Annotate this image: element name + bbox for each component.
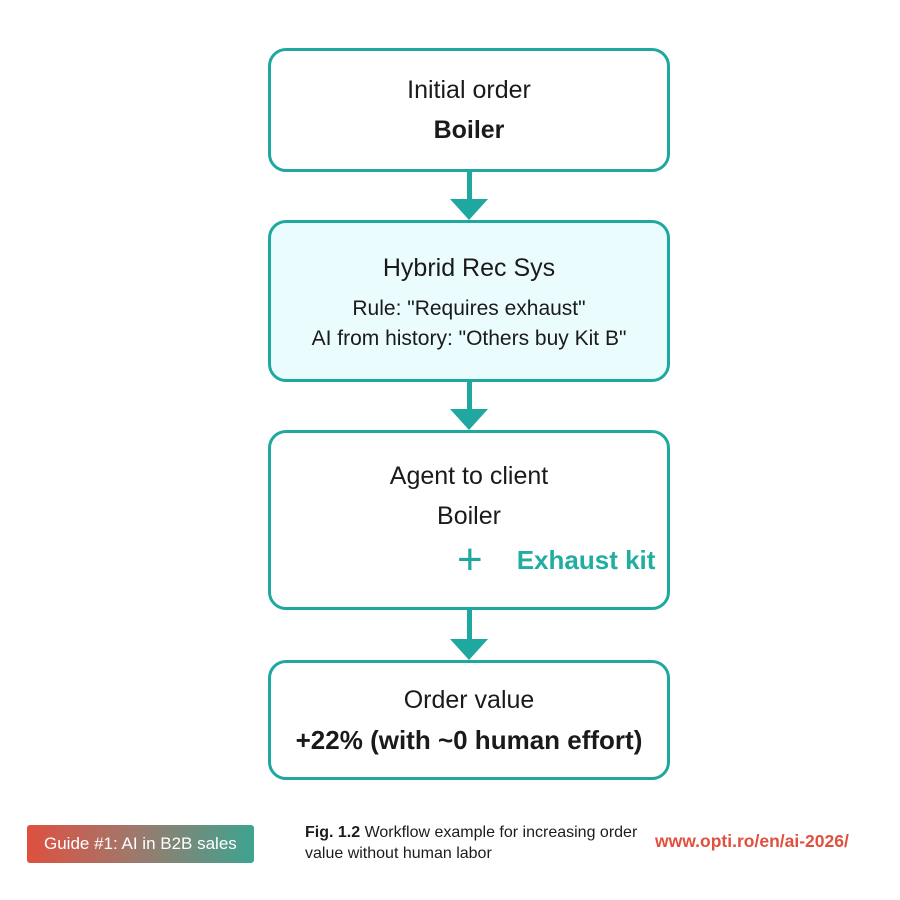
- guide-badge: Guide #1: AI in B2B sales: [27, 825, 254, 863]
- source-url-link[interactable]: www.opti.ro/en/ai-2026/: [655, 831, 849, 851]
- arrow-stem: [466, 172, 472, 201]
- box-title: Hybrid Rec Sys: [382, 254, 556, 282]
- arrow-head: [450, 409, 488, 430]
- figure-caption-text: Workflow example for increasing order va…: [305, 824, 638, 862]
- arrow-stem: [466, 610, 472, 641]
- box-title: Agent to client: [389, 462, 549, 490]
- flow-arrow-down-icon: [450, 610, 488, 660]
- flow-box-hybrid-rec-sys: Hybrid Rec Sys Rule: "Requires exhaust" …: [268, 220, 670, 382]
- flow-box-order-value: Order value +22% (with ~0 human effort): [268, 660, 670, 780]
- ai-history-line: AI from history: "Others buy Kit B": [311, 327, 627, 350]
- box-product-name: Boiler: [437, 502, 501, 530]
- flow-box-agent-to-client: Agent to client Boiler + Exhaust kit: [268, 430, 670, 610]
- result-value: +22% (with ~0 human effort): [295, 725, 643, 755]
- box-title: Order value: [403, 686, 535, 714]
- box-title: Initial order: [407, 76, 531, 104]
- upsell-row: + Exhaust kit: [457, 536, 655, 584]
- plus-icon: +: [457, 535, 483, 584]
- upsell-item-label: Exhaust kit: [516, 544, 656, 575]
- box-product-name: Boiler: [433, 116, 505, 144]
- flow-box-initial-order: Initial order Boiler: [268, 48, 670, 172]
- arrow-head: [450, 199, 488, 220]
- arrow-head: [450, 639, 488, 660]
- figure-caption: Fig. 1.2 Workflow example for increasing…: [305, 822, 650, 864]
- flow-arrow-down-icon: [450, 382, 488, 430]
- flow-arrow-down-icon: [450, 172, 488, 220]
- figure-number: Fig. 1.2: [305, 824, 361, 841]
- arrow-stem: [466, 382, 472, 411]
- rule-line: Rule: "Requires exhaust": [352, 297, 586, 320]
